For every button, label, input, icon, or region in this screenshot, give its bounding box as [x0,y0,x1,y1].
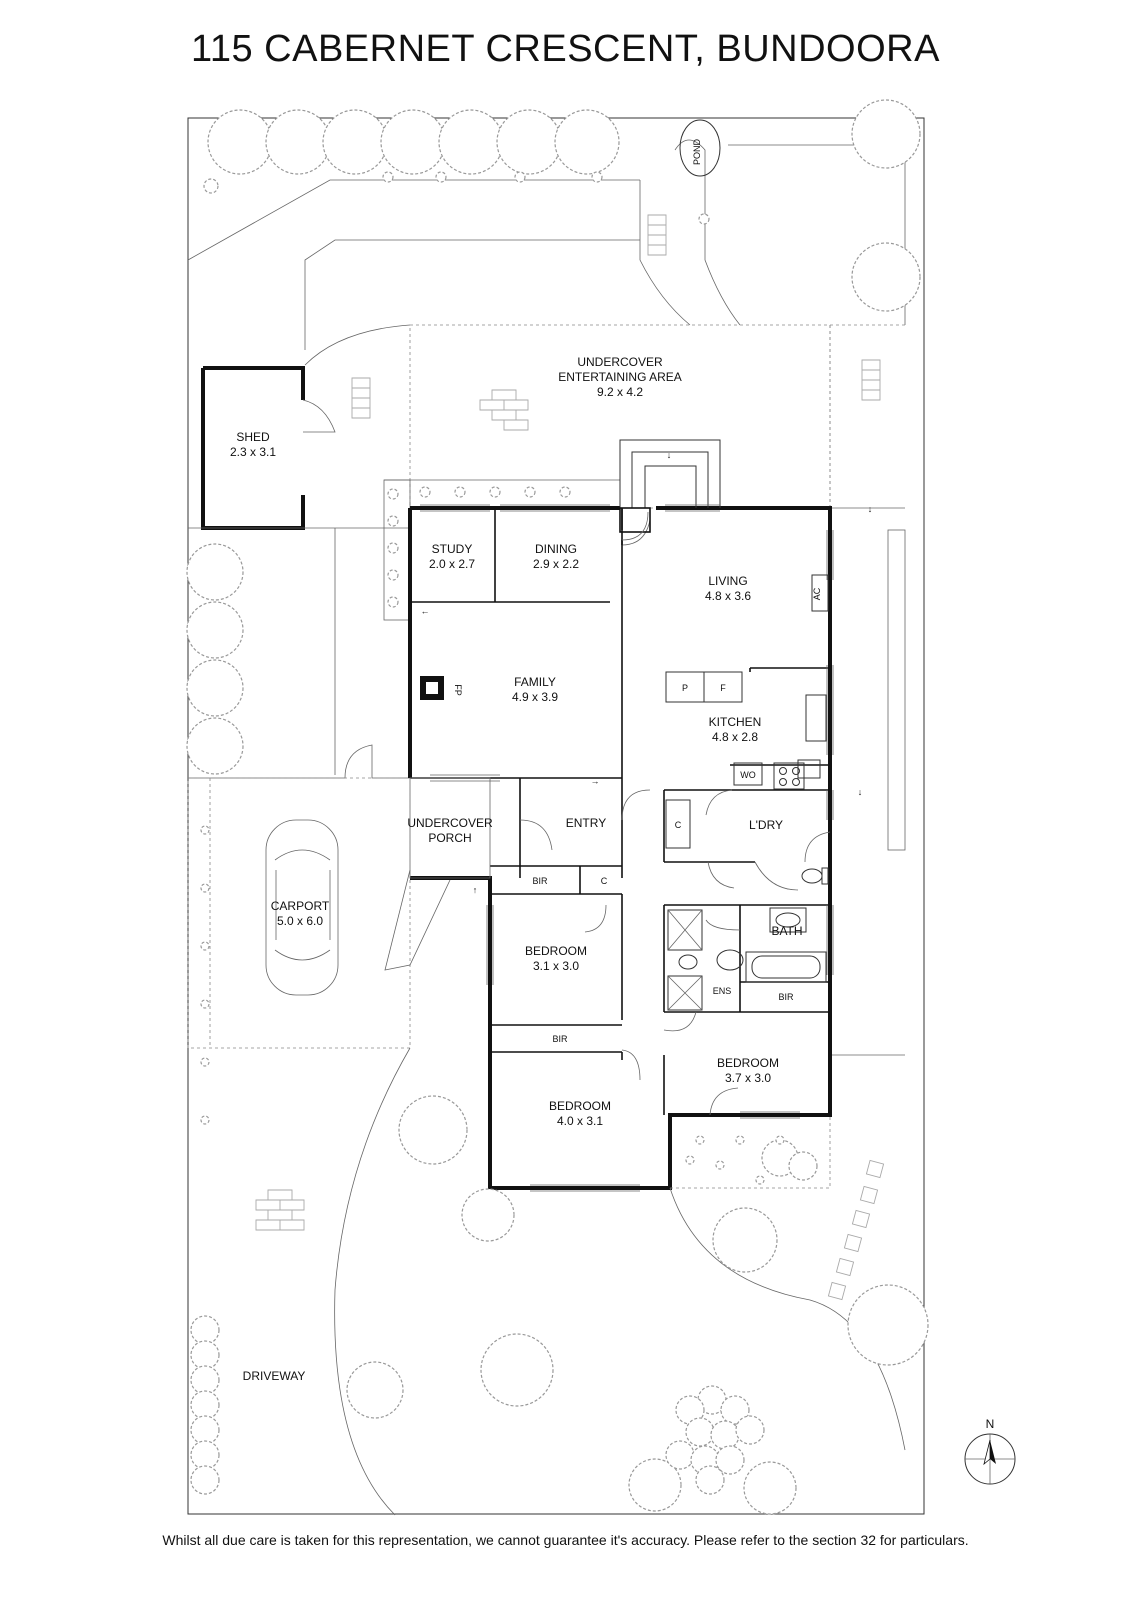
cooktop [773,762,805,790]
internal-walls [410,507,830,1115]
bedroom-3-size: 3.7 x 3.0 [725,1071,771,1085]
bathtub [745,951,827,983]
bir-label-1: BIR [532,876,548,886]
ensuite-basin [716,949,744,971]
porch-label-1: UNDERCOVER [407,816,493,830]
laundry-cupboard [665,799,691,849]
study-label: STUDY [432,542,473,556]
shed-size: 2.3 x 3.1 [230,445,276,459]
laundry-label: L'DRY [749,818,783,832]
bedroom-1-label: BEDROOM [525,944,587,958]
living-label: LIVING [708,574,747,588]
ensuite-toilet [678,954,698,970]
garden-bed-edge [304,239,640,350]
stepping-stones [827,1159,885,1301]
fireplace-label: FP [453,684,463,696]
entertaining-label-1: UNDERCOVER [577,355,663,369]
compass-north-label: N [986,1417,995,1431]
fridge [703,671,743,703]
pantry-label: P [682,683,688,693]
rear-entry-arrow: ↓ [667,450,672,460]
shed-wall-top [203,366,305,400]
study-size: 2.0 x 2.7 [429,557,475,571]
entry-cupboard-label: C [601,876,608,886]
front-trees [190,1095,929,1515]
laundry-cupboard-label: C [675,820,682,830]
tree-row-left [186,486,571,775]
kitchen-label: KITCHEN [709,715,762,729]
ac-label: AC [812,587,822,600]
ensuite-shower-2 [667,975,703,1011]
front-bed-dots [685,1135,785,1185]
carport-label: CARPORT [271,899,330,913]
laundry-trough [797,759,821,779]
bath-vanity [769,907,807,933]
family-size: 4.9 x 3.9 [512,690,558,704]
side-gate [188,744,410,779]
entry-arrow: → [591,776,600,786]
driveway-edge [334,1047,411,1516]
sliding-door-arrow: ← [421,606,430,616]
garden-path-center-left [639,180,691,326]
family-label: FAMILY [514,675,556,689]
entry-label: ENTRY [566,816,606,830]
drain-arrow-2: ↓ [858,787,863,797]
windows [420,504,834,1192]
right-side-garden-bed [887,529,906,851]
property-boundary [187,117,925,1515]
fence-posts-left [200,825,210,1125]
shed-label: SHED [236,430,270,444]
shed-door [302,399,336,433]
carport-area [187,777,411,1049]
pond-label: POND [692,139,702,166]
pond-outline [679,119,721,177]
dining-size: 2.9 x 2.2 [533,557,579,571]
bath-label: BATH [771,924,802,938]
page-title: 115 CABERNET CRESCENT, BUNDOORA [191,28,940,70]
door-swings [519,511,831,1116]
entertaining-size: 9.2 x 4.2 [597,385,643,399]
porch-label-2: PORCH [428,831,471,845]
tree-row-top [203,99,921,312]
shed-path-curve [304,324,411,366]
driveway-label: DRIVEWAY [243,1369,306,1383]
living-size: 4.8 x 3.6 [705,589,751,603]
garden-path-left [187,179,640,261]
rear-steps-outer [619,439,721,508]
front-path-edge [669,1187,906,1451]
north-compass: N [964,1417,1016,1485]
bir-label-3: BIR [778,992,794,1002]
garden-path-center-right [674,139,741,326]
bedroom-2-size: 4.0 x 3.1 [557,1114,603,1128]
ac-unit [811,574,829,612]
car-outline [265,819,339,996]
bir-label-2: BIR [552,1034,568,1044]
bedroom-1-size: 3.1 x 3.0 [533,959,579,973]
kitchen-sink [805,694,827,742]
dining-label: DINING [535,542,577,556]
wall-oven [733,762,763,786]
house-external-wall [410,506,832,1190]
paver-symbols [255,214,881,1231]
bath-toilet [801,868,823,884]
kitchen-size: 4.8 x 2.8 [712,730,758,744]
porch-entry-arrow: ↑ [473,885,478,895]
disclaimer-text: Whilst all due care is taken for this re… [162,1532,969,1548]
ensuite-shower-1 [667,909,703,951]
fridge-label: F [720,683,726,693]
entertaining-label-2: ENTERTAINING AREA [558,370,682,384]
drain-arrow-1: ↓ [868,504,873,514]
ensuite-label: ENS [713,986,732,996]
carport-size: 5.0 x 6.0 [277,914,323,928]
bedroom-3-label: BEDROOM [717,1056,779,1070]
bedroom-2-label: BEDROOM [549,1099,611,1113]
wall-oven-label: WO [740,770,756,780]
